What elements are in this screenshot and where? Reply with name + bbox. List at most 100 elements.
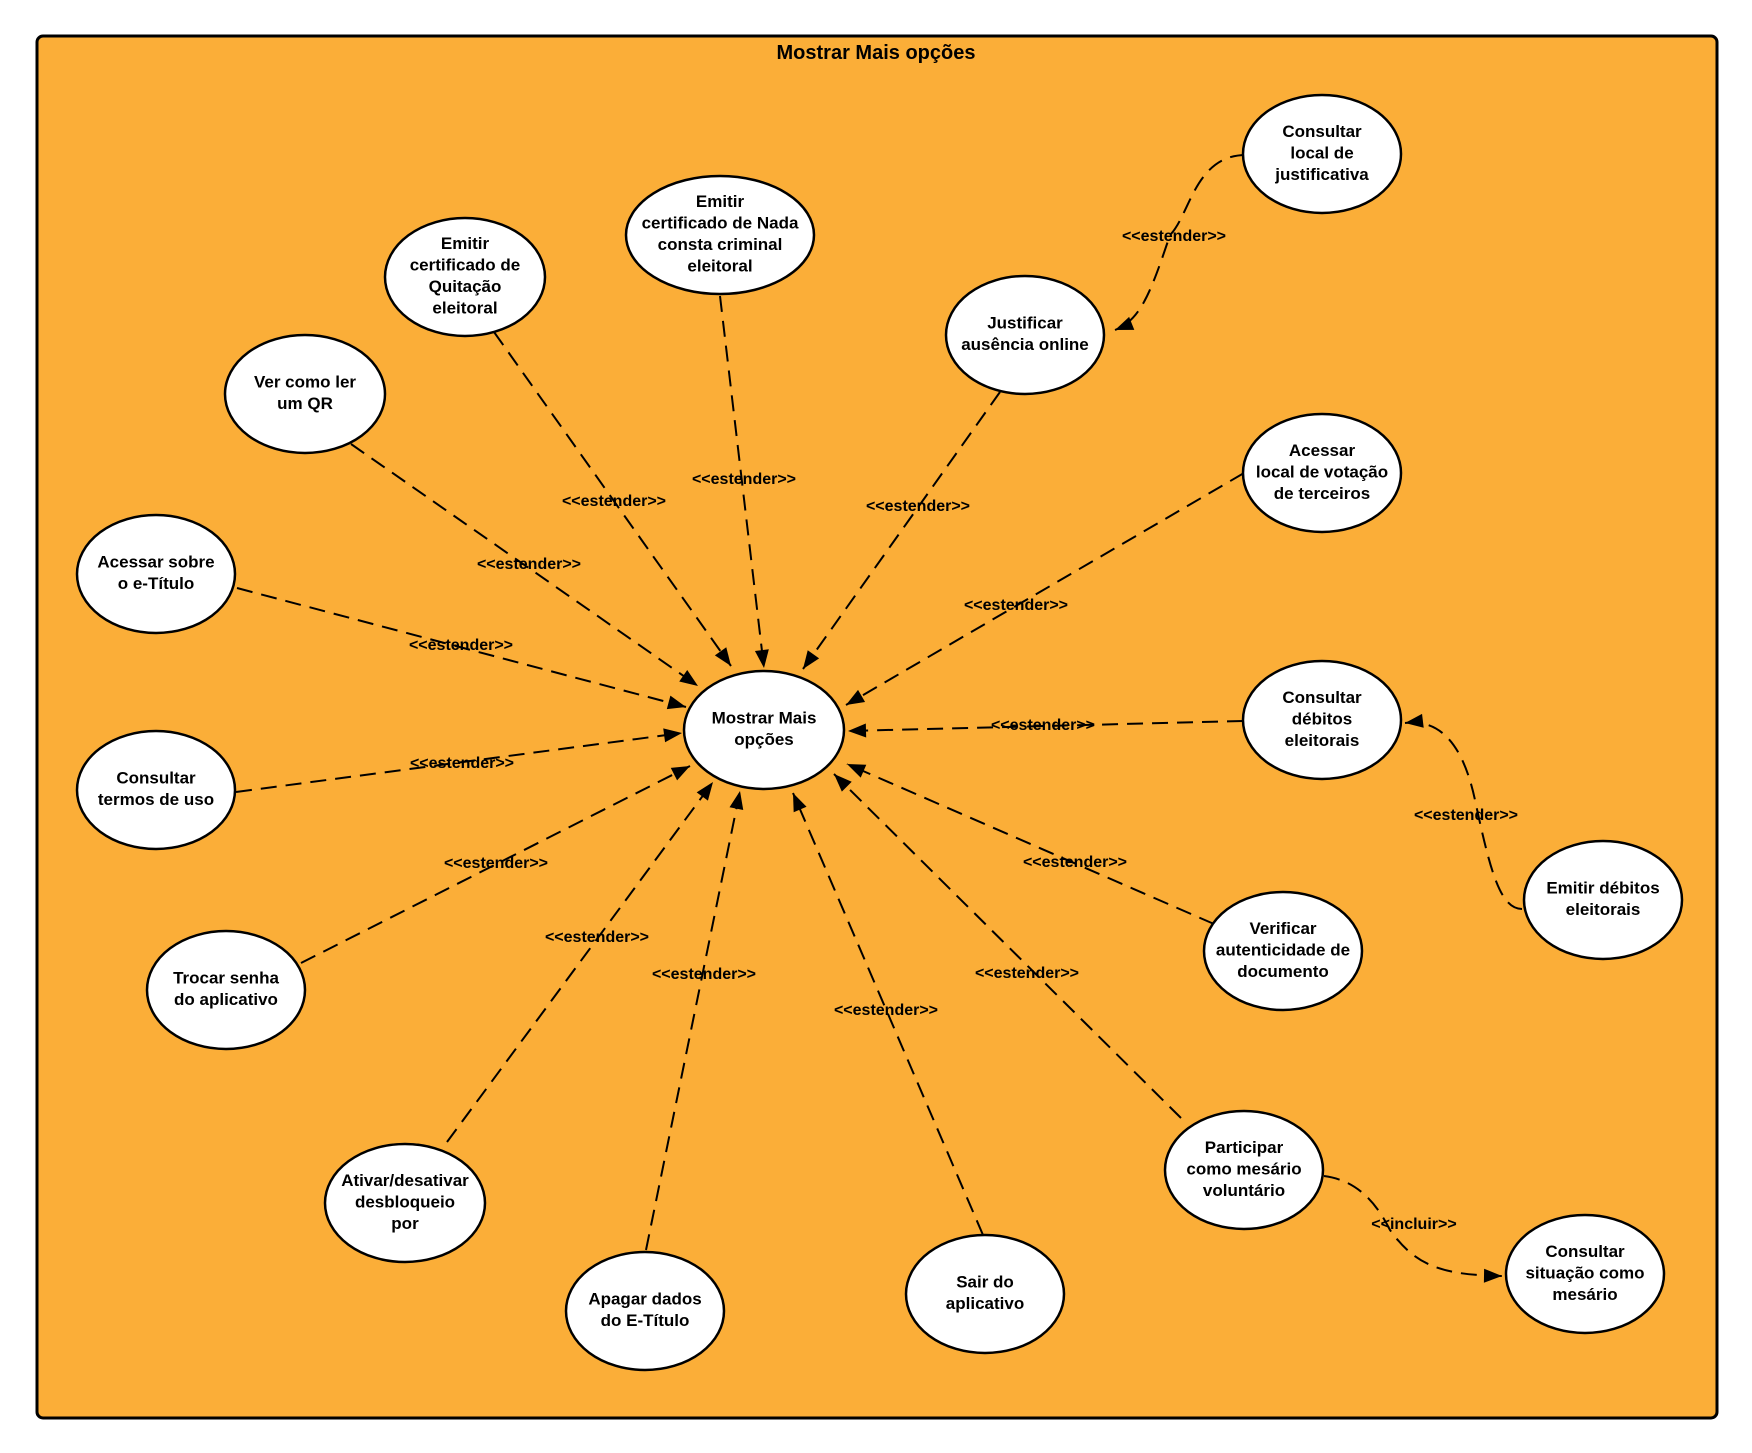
use-case-label: termos de uso: [98, 790, 214, 809]
use-case-senha[interactable]: Trocar senha do aplicativo: [145, 929, 307, 1051]
use-case-label: por: [391, 1214, 419, 1233]
use-case-label: como mesário: [1186, 1159, 1301, 1178]
extend-label: <<estender>>: [1023, 854, 1127, 871]
extend-label: <<estender>>: [545, 929, 649, 946]
use-case-ellipse[interactable]: [1241, 412, 1403, 534]
relation-line: [792, 792, 984, 1236]
use-case-ellipse[interactable]: [682, 669, 846, 791]
use-case-label: Ativar/desativar: [341, 1171, 469, 1190]
use-case-label: eleitorais: [1285, 731, 1360, 750]
use-case-ellipse[interactable]: [1241, 659, 1403, 781]
use-case-ellipse[interactable]: [1163, 1109, 1325, 1231]
use-case-ellipse[interactable]: [323, 1142, 487, 1264]
arrow-head: [793, 793, 807, 813]
relation-line: [802, 391, 1001, 670]
arrow-head: [729, 791, 744, 811]
use-case-ellipse[interactable]: [1241, 93, 1403, 215]
use-case-ellipse[interactable]: [223, 333, 387, 455]
use-case-label: certificado de: [410, 256, 521, 275]
use-case-label: Participar: [1205, 1138, 1284, 1157]
use-case-label: opções: [734, 730, 794, 749]
use-case-label: local de votação: [1256, 462, 1388, 481]
use-case-ellipse[interactable]: [624, 174, 816, 296]
use-case-label: do aplicativo: [174, 990, 278, 1009]
use-case-ellipse[interactable]: [1202, 890, 1364, 1012]
arrow-head: [679, 669, 698, 686]
use-case-label: Consultar: [116, 769, 196, 788]
extend-label: <<estender>>: [409, 637, 513, 654]
use-case-label: Justificar: [987, 314, 1063, 333]
arrow-head: [696, 782, 713, 801]
arrow-head: [1483, 1268, 1502, 1283]
arrow-head: [1115, 316, 1135, 330]
use-case-label: o e-Título: [118, 574, 194, 593]
use-case-label: aplicativo: [946, 1294, 1024, 1313]
use-case-label: eleitoral: [432, 299, 497, 318]
use-case-label: autenticidade de: [1216, 940, 1350, 959]
use-case-termos[interactable]: Consultar termos de uso: [75, 729, 237, 851]
use-case-ellipse[interactable]: [944, 274, 1106, 396]
use-case-label: documento: [1237, 962, 1329, 981]
include-label: <<incluir>>: [1371, 1216, 1456, 1233]
use-case-sobre[interactable]: Acessar sobre o e-Título: [75, 513, 237, 635]
extend-label: <<estender>>: [834, 1002, 938, 1019]
use-case-label: justificativa: [1274, 165, 1369, 184]
extend-label: <<estender>>: [991, 717, 1095, 734]
relation-line: [1114, 154, 1247, 331]
arrow-head: [754, 649, 769, 668]
use-case-ellipse[interactable]: [1522, 839, 1684, 961]
use-case-ellipse[interactable]: [145, 929, 307, 1051]
extend-label: <<estender>>: [1414, 807, 1518, 824]
relation-line: [847, 720, 1244, 732]
use-case-ellipse[interactable]: [75, 513, 237, 635]
use-case-ellipse[interactable]: [75, 729, 237, 851]
use-case-ellipse[interactable]: [383, 216, 547, 338]
use-case-label: ausência online: [961, 335, 1089, 354]
relation-line: [493, 331, 732, 667]
relation-line: [1404, 721, 1523, 910]
use-case-label: do E-Título: [601, 1311, 690, 1330]
use-case-label: situação como: [1525, 1263, 1644, 1282]
extend-label: <<estender>>: [1122, 228, 1226, 245]
use-case-label: Consultar: [1545, 1242, 1625, 1261]
use-case-label: Acessar sobre: [97, 553, 214, 572]
use-case-ellipse[interactable]: [904, 1233, 1066, 1355]
use-case-label: Apagar dados: [588, 1290, 701, 1309]
arrow-head: [848, 723, 867, 738]
relation-labels-layer: <<estender>> <<estender>> <<estender>> <<es…: [409, 228, 1518, 1233]
use-case-justificar[interactable]: Justificar ausência online: [944, 274, 1106, 396]
use-case-ellipse[interactable]: [564, 1250, 726, 1372]
use-case-label: Quitação: [429, 277, 502, 296]
arrow-head: [714, 647, 731, 666]
system-boundary: [35, 34, 1719, 1420]
use-case-label: desbloqueio: [355, 1192, 455, 1211]
use-case-label: Emitir: [696, 192, 745, 211]
extend-label: <<estender>>: [410, 755, 514, 772]
use-case-situacao[interactable]: Consultar situação como mesário: [1504, 1213, 1666, 1335]
extend-label: <<estender>>: [562, 493, 666, 510]
extend-label: <<estender>>: [692, 471, 796, 488]
relations-layer: [235, 154, 1523, 1283]
use-case-ativar[interactable]: Ativar/desativar desbloqueio por: [323, 1142, 487, 1264]
use-case-label: consta criminal: [658, 235, 783, 254]
use-case-label: Trocar senha: [173, 969, 279, 988]
arrow-head: [847, 764, 867, 778]
system-title: Mostrar Mais opções: [777, 42, 976, 64]
use-case-ellipse[interactable]: [1504, 1213, 1666, 1335]
use-case-label: Acessar: [1289, 441, 1356, 460]
use-case-label: mesário: [1552, 1285, 1617, 1304]
use-case-apagar[interactable]: Apagar dados do E-Título: [564, 1250, 726, 1372]
relation-line: [719, 295, 765, 669]
